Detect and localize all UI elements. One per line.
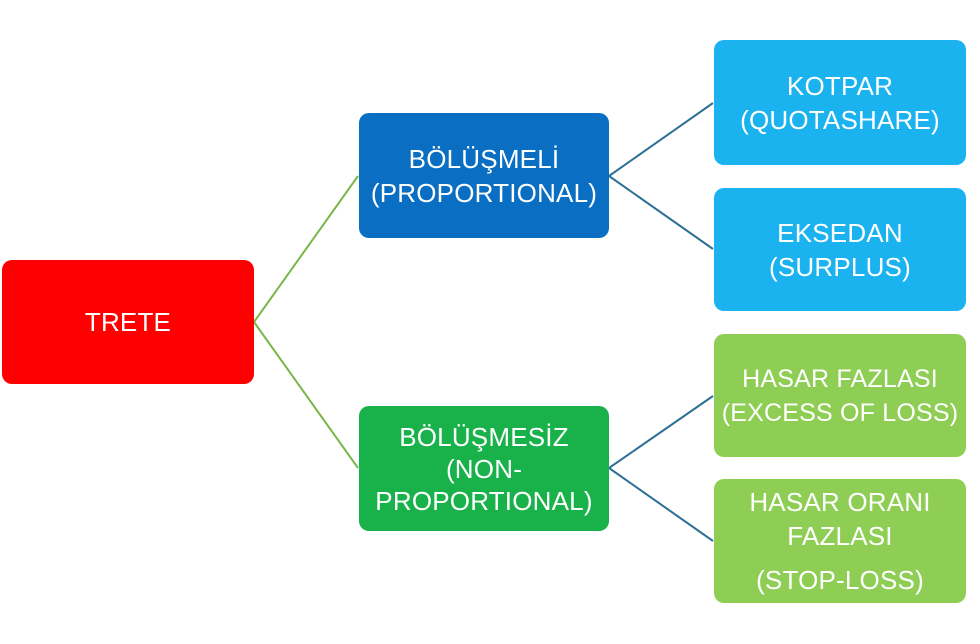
stop-loss-node: HASAR ORANI FAZLASI (STOP-LOSS)	[714, 479, 966, 603]
stop-loss-label-tr-1: HASAR ORANI	[749, 487, 931, 517]
connector-non-proportional-to-stop-loss	[608, 467, 714, 542]
treaty-root-label: TRETE	[84, 307, 172, 337]
connector-non-proportional-to-excess-of-loss	[608, 395, 714, 469]
excess-of-loss-node: HASAR FAZLASI (EXCESS OF LOSS)	[714, 334, 966, 457]
quota-share-label-en: (QUOTASHARE)	[740, 104, 940, 135]
proportional-label-en: (PROPORTIONAL)	[370, 177, 598, 208]
proportional-node: BÖLÜŞMELİ (PROPORTIONAL)	[359, 113, 609, 238]
connector-proportional-to-quota-share	[608, 102, 714, 177]
connector-proportional-to-surplus	[608, 175, 714, 250]
treaty-root-node: TRETE	[2, 260, 254, 384]
excess-of-loss-label-en: (EXCESS OF LOSS)	[721, 398, 959, 427]
surplus-label-en: (SURPLUS)	[769, 251, 911, 282]
stop-loss-label-tr-2: FAZLASI	[787, 521, 893, 551]
connector-root-to-proportional	[253, 175, 359, 323]
non-proportional-label-en-2: PROPORTIONAL)	[375, 485, 593, 516]
quota-share-label-tr: KOTPAR	[786, 70, 894, 101]
non-proportional-node: BÖLÜŞMESİZ (NON- PROPORTIONAL)	[359, 406, 609, 531]
quota-share-node: KOTPAR (QUOTASHARE)	[714, 40, 966, 165]
connector-root-to-non-proportional	[253, 321, 359, 469]
non-proportional-label-tr: BÖLÜŞMESİZ	[399, 421, 569, 452]
excess-of-loss-label-tr: HASAR FAZLASI	[742, 364, 938, 393]
surplus-node: EKSEDAN (SURPLUS)	[714, 188, 966, 311]
surplus-label-tr: EKSEDAN	[777, 217, 903, 248]
non-proportional-label-en-1: (NON-	[445, 453, 523, 484]
proportional-label-tr: BÖLÜŞMELİ	[408, 143, 560, 174]
stop-loss-label-en: (STOP-LOSS)	[756, 565, 924, 595]
